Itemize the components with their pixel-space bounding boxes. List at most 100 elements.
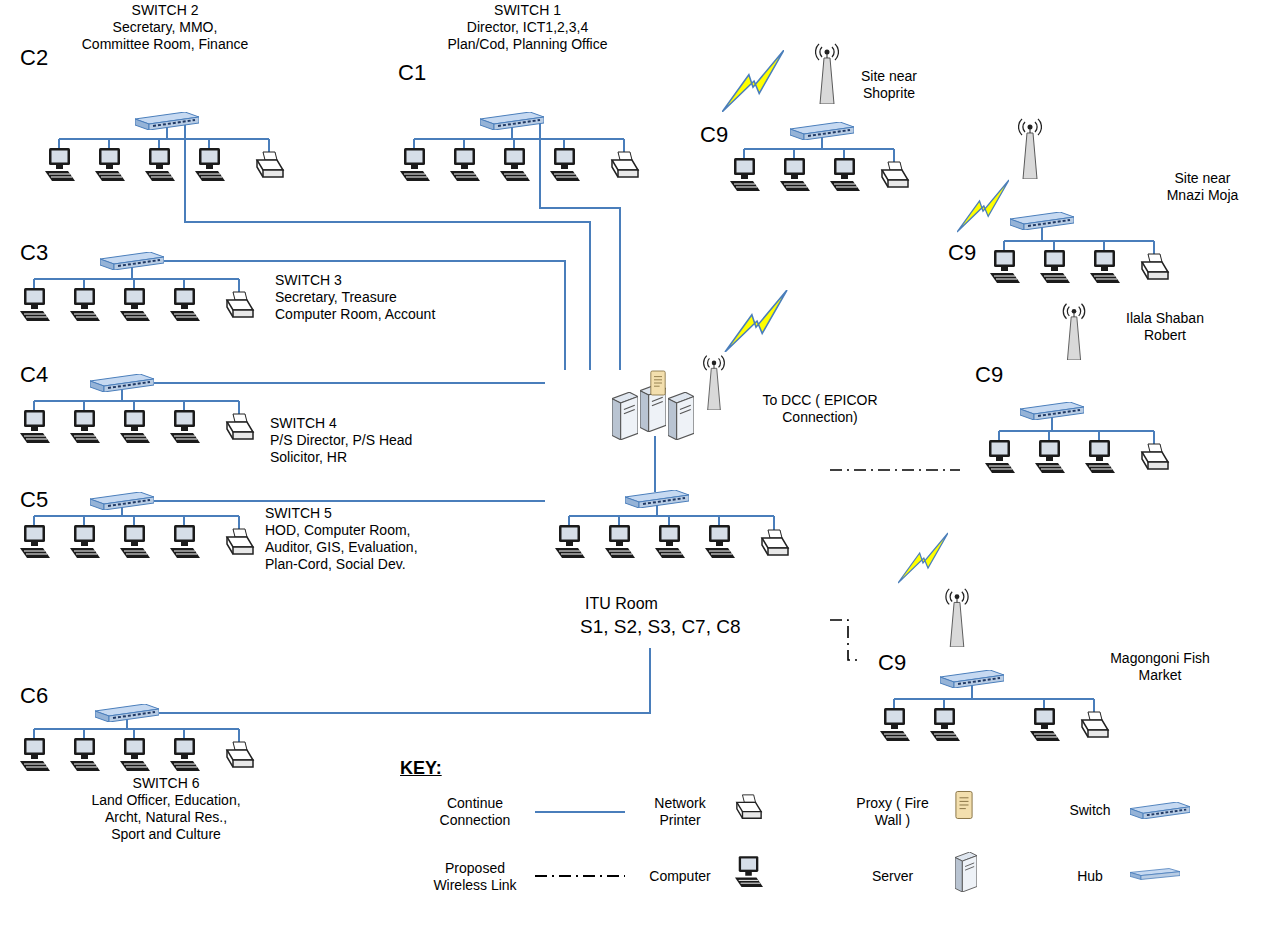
wireless-bolt <box>898 533 948 583</box>
lan-wire <box>133 401 135 411</box>
legend-line-sample <box>535 875 625 877</box>
computer-icon <box>730 158 760 191</box>
legend-line-sample <box>535 811 625 813</box>
uplink-wire <box>654 436 656 492</box>
cluster-code: C9 <box>948 240 976 266</box>
computer-icon <box>1085 440 1115 473</box>
lan-wire <box>83 729 85 739</box>
lan-wire <box>743 149 745 159</box>
uplink-wire <box>184 122 186 195</box>
lan-wire <box>34 400 239 402</box>
lan-wire <box>34 278 239 280</box>
cluster-label: SWITCH 1 <box>440 2 615 19</box>
legend-text: Hub <box>1055 868 1125 885</box>
cluster-label: ITU Room <box>585 594 658 613</box>
cluster-label: Land Officer, Education, Archt, Natural … <box>88 792 244 842</box>
printer-icon <box>612 152 638 177</box>
lan-wire <box>133 279 135 289</box>
wireless-link <box>830 620 860 660</box>
link-label: To DCC ( EPICOR Connection) <box>735 392 905 426</box>
computer-icon <box>145 148 175 181</box>
lan-wire <box>568 516 570 526</box>
firewall-icon <box>651 371 665 395</box>
lan-wire <box>183 516 185 526</box>
lan-wire <box>998 431 1000 441</box>
legend-text: Server <box>845 868 940 885</box>
lan-wire <box>34 515 239 517</box>
computer-icon <box>195 148 225 181</box>
computer-icon <box>880 708 910 741</box>
lan-wire <box>843 149 845 159</box>
switch-icon <box>790 122 854 140</box>
printer-icon <box>1142 444 1168 469</box>
computer-icon <box>170 410 200 443</box>
switch-icon <box>940 670 1004 688</box>
lan-wire <box>1098 431 1100 441</box>
legend-text: Proposed Wireless Link <box>420 860 530 894</box>
cluster-code: C9 <box>878 650 906 676</box>
cluster-label: Secretary, Treasure Computer Room, Accou… <box>275 289 455 323</box>
legend-text: Proxy ( Fire Wall ) <box>845 795 940 829</box>
wireless-bolt <box>957 180 1009 232</box>
computer-icon <box>170 525 200 558</box>
lan-wire <box>208 139 210 149</box>
antenna-tower <box>1019 119 1042 179</box>
cable-link <box>520 261 565 370</box>
uplink-wire <box>159 712 305 714</box>
lan-wire <box>618 516 620 526</box>
cluster-label: Director, ICT1,2,3,4 Plan/Cod, Planning … <box>440 19 615 53</box>
cluster-code: C1 <box>398 60 426 86</box>
computer-icon <box>170 738 200 771</box>
server-icon <box>612 392 638 440</box>
cluster-label: HOD, Computer Room, Auditor, GIS, Evalua… <box>265 522 445 572</box>
server-icon <box>668 392 694 440</box>
legend-heading: KEY: <box>400 758 442 780</box>
switch-icon <box>1020 402 1084 420</box>
computer-icon <box>120 410 150 443</box>
antenna-tower <box>816 44 839 104</box>
computer-icon <box>20 410 50 443</box>
legend-text: Continue Connection <box>420 795 530 829</box>
computer-icon <box>655 525 685 558</box>
lan-wire <box>183 401 185 411</box>
lan-wire <box>133 729 135 739</box>
lan-wire <box>1048 431 1050 441</box>
network-cluster: C9Magongoni Fish Market <box>860 540 1250 762</box>
cluster-code: C2 <box>20 45 48 71</box>
printer-icon <box>257 152 283 177</box>
computer-icon <box>1035 440 1065 473</box>
computer-icon <box>20 288 50 321</box>
cluster-group <box>20 44 1190 892</box>
lan-wire <box>893 699 895 709</box>
lan-wire <box>33 401 35 411</box>
cable-link <box>540 195 620 370</box>
computer-icon <box>70 525 100 558</box>
lan-wire <box>463 139 465 149</box>
computer-icon <box>120 525 150 558</box>
printer-icon <box>1082 712 1108 737</box>
lan-wire <box>183 729 185 739</box>
cluster-label: Ilala Shaban Robert <box>1115 310 1215 344</box>
switch-icon <box>135 112 199 130</box>
printer-icon <box>1142 254 1168 279</box>
lan-wire <box>894 698 1094 700</box>
lan-wire <box>183 279 185 289</box>
computer-icon <box>990 250 1020 283</box>
lan-wire <box>59 138 269 140</box>
lan-wire <box>744 148 894 150</box>
cluster-code: C5 <box>20 487 48 513</box>
computer-icon <box>70 410 100 443</box>
computer-icon <box>985 440 1015 473</box>
cluster-label: SWITCH 3 <box>275 272 455 289</box>
network-cluster: C1 SWITCH 1Director, ICT1,2,3,4 Plan/Cod,… <box>390 2 660 195</box>
computer-icon <box>1040 250 1070 283</box>
lan-wire <box>1004 240 1154 242</box>
computer-icon <box>170 288 200 321</box>
lan-wire <box>793 149 795 159</box>
computer-icon <box>120 288 150 321</box>
network-cluster: C5SWITCH 5HOD, Computer Room, Auditor, G… <box>15 485 520 582</box>
legend-switch <box>1130 802 1190 819</box>
computer-icon <box>70 288 100 321</box>
